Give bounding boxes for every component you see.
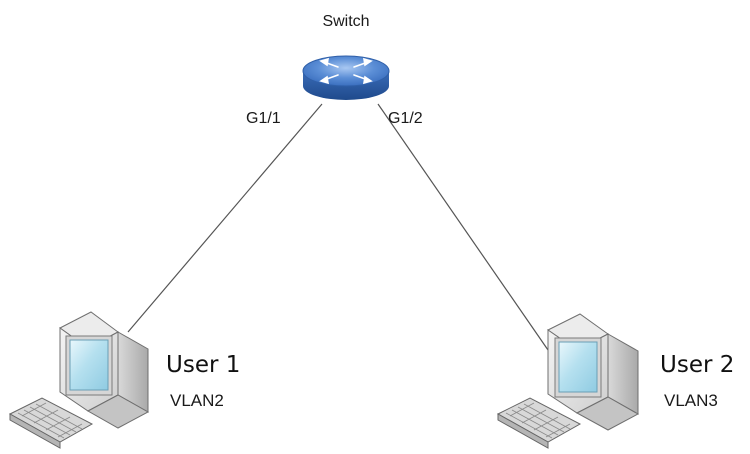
switch-label: Switch <box>322 13 369 30</box>
user1-vlan: VLAN2 <box>170 391 224 410</box>
link-switch-user1 <box>127 103 323 333</box>
keyboard-icon <box>8 397 94 449</box>
port-label-left: G1/1 <box>246 110 281 127</box>
computer-icon <box>547 313 640 431</box>
link-switch-user2 <box>377 103 549 351</box>
keyboard-icon <box>496 397 582 449</box>
user2-name: User 2 <box>660 352 734 378</box>
computer-icon <box>59 311 150 429</box>
port-label-right: G1/2 <box>388 110 423 127</box>
switch-icon <box>302 55 390 100</box>
user1-name: User 1 <box>166 352 240 378</box>
user2-vlan: VLAN3 <box>664 391 718 410</box>
